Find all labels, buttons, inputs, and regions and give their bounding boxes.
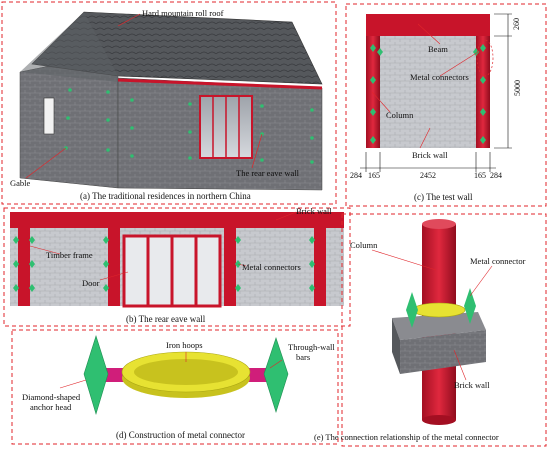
anchor-e-right [464,288,476,324]
column-left [366,36,380,148]
label-column-c: Column [386,110,414,120]
gable-window [43,97,55,135]
label-metal-connectors-c: Metal connectors [410,72,469,82]
label-anchor-2: anchor head [30,402,72,412]
brick-block-top [392,312,486,340]
caption-a: (a) The traditional residences in northe… [80,191,251,201]
panel-d: Iron hoops Through-wall bars Diamond-sha… [11,329,339,445]
dim-165-right: 165 [474,171,486,180]
panel-a-frame [1,1,337,205]
eave-beam [117,78,323,90]
hoop-e [412,302,466,318]
connector-marks-c [370,44,486,144]
caption-e: (e) The connection relationship of the m… [314,432,499,442]
dim-height: 5000 [513,80,522,96]
column-b-3 [224,228,236,306]
test-brick-wall [380,36,476,148]
column-b-4 [314,228,326,306]
label-gable: Gable [10,178,31,188]
beam-b [10,212,344,228]
caption-c: (c) The test wall [414,192,473,202]
column-b-1 [18,228,30,306]
panel-b: Brick wall Timber frame Door Metal conne… [3,206,351,327]
dim-284-right: 284 [490,171,502,180]
dimension-lines-c [360,13,512,172]
connector-marks-b [13,236,315,292]
anchor-head-right [263,337,289,413]
label-through-wall-2: bars [296,352,310,362]
dim-284-left: 284 [350,171,362,180]
connector-marks-a [64,88,314,164]
label-door: Door [82,278,100,288]
label-brick-wall-c: Brick wall [412,150,448,160]
panel-b-frame [3,207,351,327]
label-brick-wall-b: Brick wall [296,206,332,216]
label-anchor-1: Diamond-shaped [22,392,81,402]
dim-2452: 2452 [420,171,436,180]
label-rear-eave-wall: The rear eave wall [236,168,300,178]
column-b-2 [108,228,120,306]
panel-e: Column Metal connector Brick wall (e) Th… [314,213,547,447]
brick-block-front [400,330,486,374]
anchor-e-left [406,292,418,328]
panel-c-frame [345,3,547,207]
label-through-wall-1: Through-wall [288,342,335,352]
beam [366,14,490,36]
anchor-head-left [83,335,109,416]
dim-165-left: 165 [368,171,380,180]
label-roof: Hard mountain roll roof [142,8,224,18]
label-metal-connectors-b: Metal connectors [242,262,301,272]
label-iron-hoops: Iron hoops [166,340,203,350]
column-right [476,36,490,148]
label-column-e: Column [350,240,378,250]
label-beam: Beam [428,44,448,54]
caption-b: (b) The rear eave wall [126,314,206,324]
label-brick-wall-e: Brick wall [454,380,490,390]
panel-d-frame [11,329,339,445]
label-timber-frame: Timber frame [46,250,93,260]
panel-a: Hard mountain roll roof Gable The rear e… [1,1,337,205]
panel-c: Beam Metal connectors Column Brick wall … [345,3,547,207]
caption-d: (d) Construction of metal connector [116,430,245,440]
dim-top: 260 [512,18,521,30]
label-metal-connector-e: Metal connector [470,256,526,266]
panel-e-frame [341,213,547,447]
